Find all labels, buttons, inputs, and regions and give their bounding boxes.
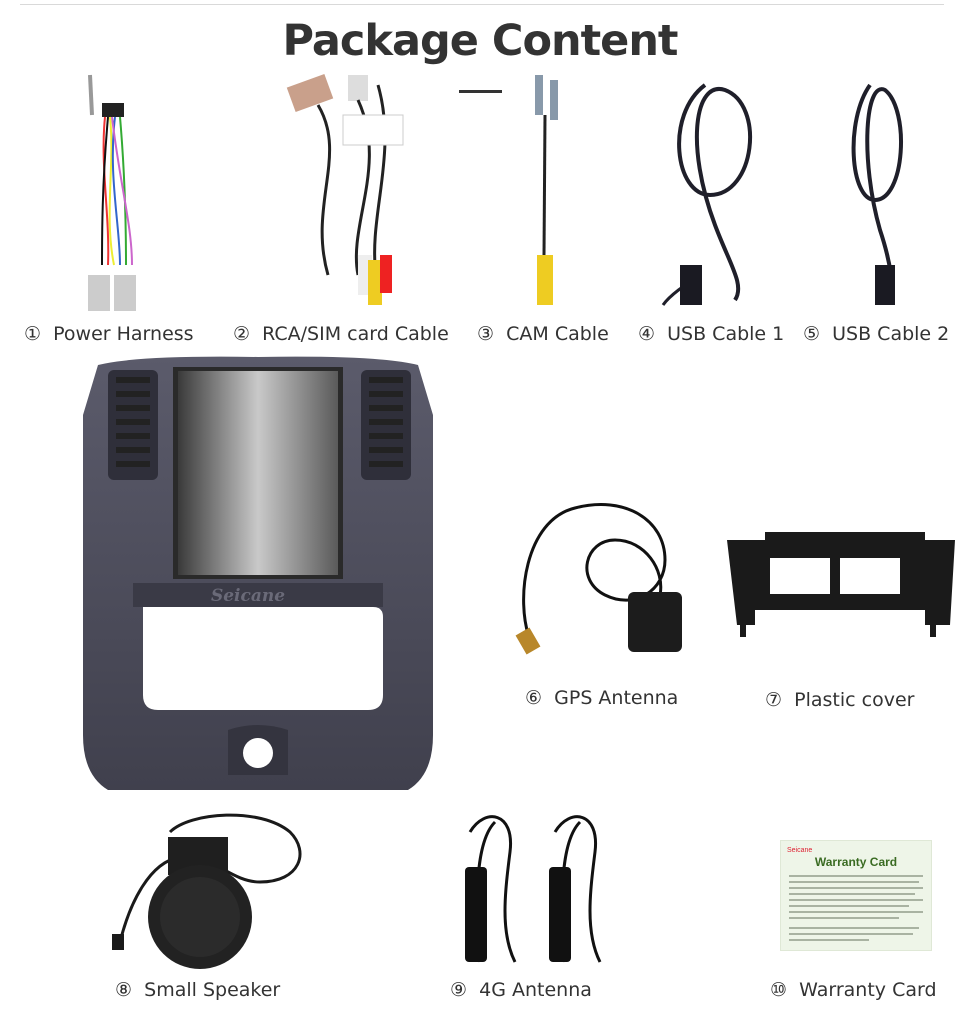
power-harness-image bbox=[80, 74, 150, 320]
gps-antenna-image bbox=[515, 500, 690, 660]
item-label-4g-antenna: ⑨ 4G Antenna bbox=[450, 979, 592, 1001]
rca-sim-cable-image bbox=[286, 73, 408, 315]
title-underline bbox=[459, 90, 502, 93]
item-label-rca-sim-cable: ② RCA/SIM card Cable bbox=[233, 323, 449, 345]
page-title: Package Content bbox=[282, 16, 679, 66]
cam-cable-image bbox=[530, 75, 570, 315]
head-unit-image: Seicane bbox=[78, 355, 438, 797]
item-label-usb-cable-1: ④ USB Cable 1 bbox=[638, 323, 785, 345]
item-label-cam-cable: ③ CAM Cable bbox=[477, 323, 609, 345]
item-label-warranty-card: ⑩ Warranty Card bbox=[770, 979, 937, 1001]
top-divider bbox=[20, 4, 944, 5]
plastic-cover-image bbox=[725, 530, 960, 640]
warranty-card-brand: Seicane bbox=[787, 847, 813, 854]
usb-cable-2-image bbox=[840, 80, 910, 315]
small-speaker-image bbox=[110, 812, 310, 972]
warranty-card-image: Seicane Warranty Card bbox=[780, 840, 932, 951]
head-unit-brand: Seicane bbox=[211, 586, 285, 606]
item-label-plastic-cover: ⑦ Plastic cover bbox=[765, 689, 915, 711]
item-label-power-harness: ① Power Harness bbox=[24, 323, 194, 345]
item-label-small-speaker: ⑧ Small Speaker bbox=[115, 979, 281, 1001]
usb-cable-1-image bbox=[655, 75, 765, 315]
warranty-card-heading: Warranty Card bbox=[814, 855, 898, 869]
item-label-usb-cable-2: ⑤ USB Cable 2 bbox=[803, 323, 950, 345]
4g-antenna-image bbox=[455, 812, 625, 972]
item-label-gps-antenna: ⑥ GPS Antenna bbox=[525, 687, 679, 709]
